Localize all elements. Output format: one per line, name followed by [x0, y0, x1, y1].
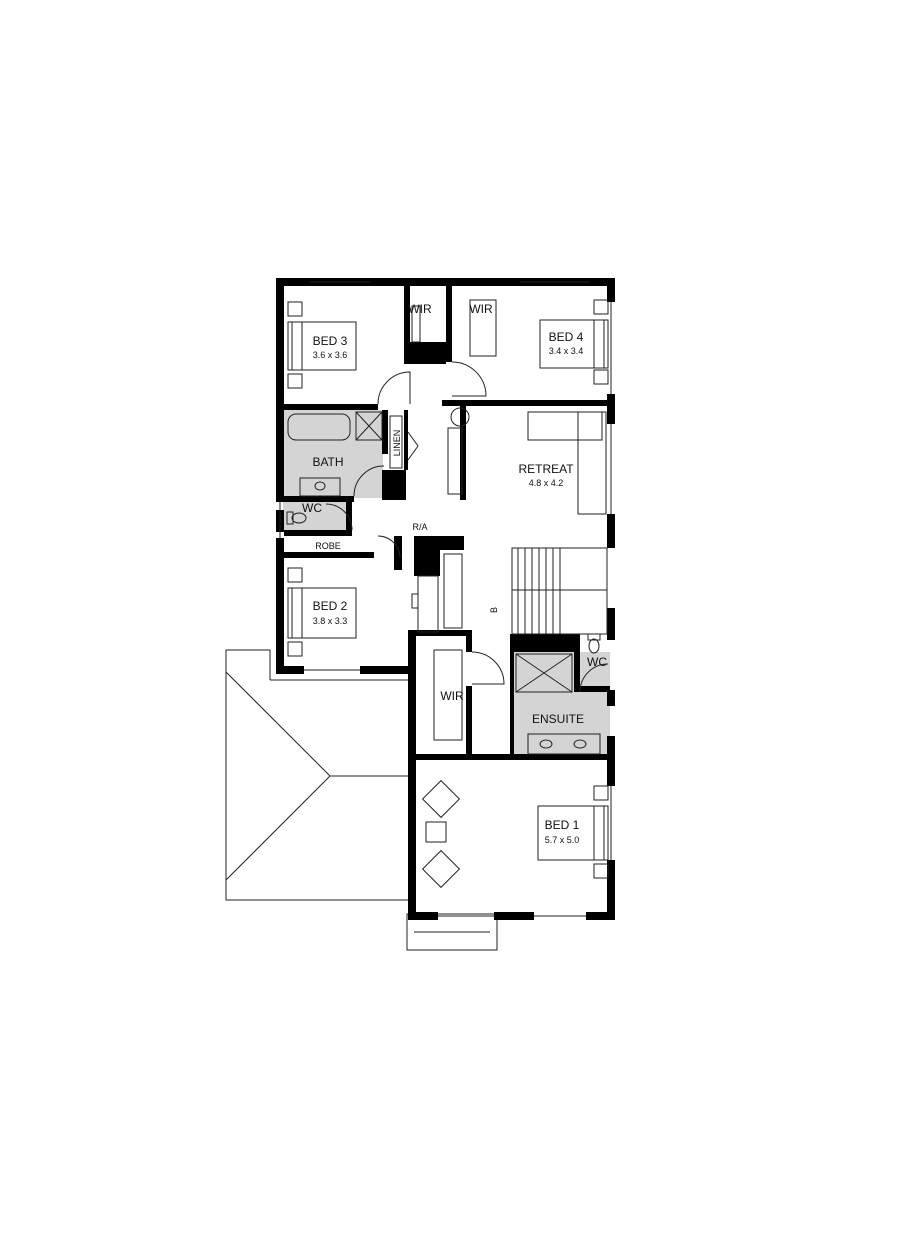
- retreat-size: 4.8 x 4.2: [529, 478, 564, 488]
- wir-bed3-name: WIR: [408, 302, 432, 316]
- stair-mark: B: [489, 607, 499, 613]
- bed1-name: BED 1: [545, 818, 580, 832]
- bath-fixtures: [286, 411, 383, 525]
- external-walls: [276, 278, 615, 920]
- porch-step: [406, 913, 498, 951]
- wir-bed4-name: WIR: [469, 302, 493, 316]
- roof-outline: [225, 649, 410, 901]
- room-labels: BED 3 3.6 x 3.6 WIR WIR BED 4 3.4 x 3.4 …: [302, 302, 607, 845]
- bed4-size: 3.4 x 3.4: [549, 346, 584, 356]
- ensuite-fixtures: [515, 633, 601, 755]
- ensuite-name: ENSUITE: [532, 712, 584, 726]
- bed1-size: 5.7 x 5.0: [545, 835, 580, 845]
- wc-ensuite-name: WC: [587, 655, 607, 669]
- ra-name: R/A: [412, 522, 427, 532]
- bed3-name: BED 3: [313, 334, 348, 348]
- windows: [279, 281, 612, 917]
- bed2-name: BED 2: [313, 599, 348, 613]
- retreat-name: RETREAT: [518, 462, 574, 476]
- bed3-size: 3.6 x 3.6: [313, 350, 348, 360]
- doors: [325, 361, 609, 693]
- linen-name: LINEN: [392, 430, 402, 457]
- wir-bed1-name: WIR: [440, 689, 464, 703]
- bed1-furniture: [421, 779, 461, 889]
- retreat-furniture: [447, 407, 607, 515]
- staircase: [511, 547, 608, 635]
- storage-fixtures: [389, 299, 497, 741]
- bath-name: BATH: [312, 455, 343, 469]
- bed4-name: BED 4: [549, 330, 584, 344]
- bed-fixtures: [287, 299, 609, 879]
- robe-name: ROBE: [315, 541, 341, 551]
- internal-walls: [284, 286, 615, 760]
- wc-bath-name: WC: [302, 501, 322, 515]
- bed2-size: 3.8 x 3.3: [313, 616, 348, 626]
